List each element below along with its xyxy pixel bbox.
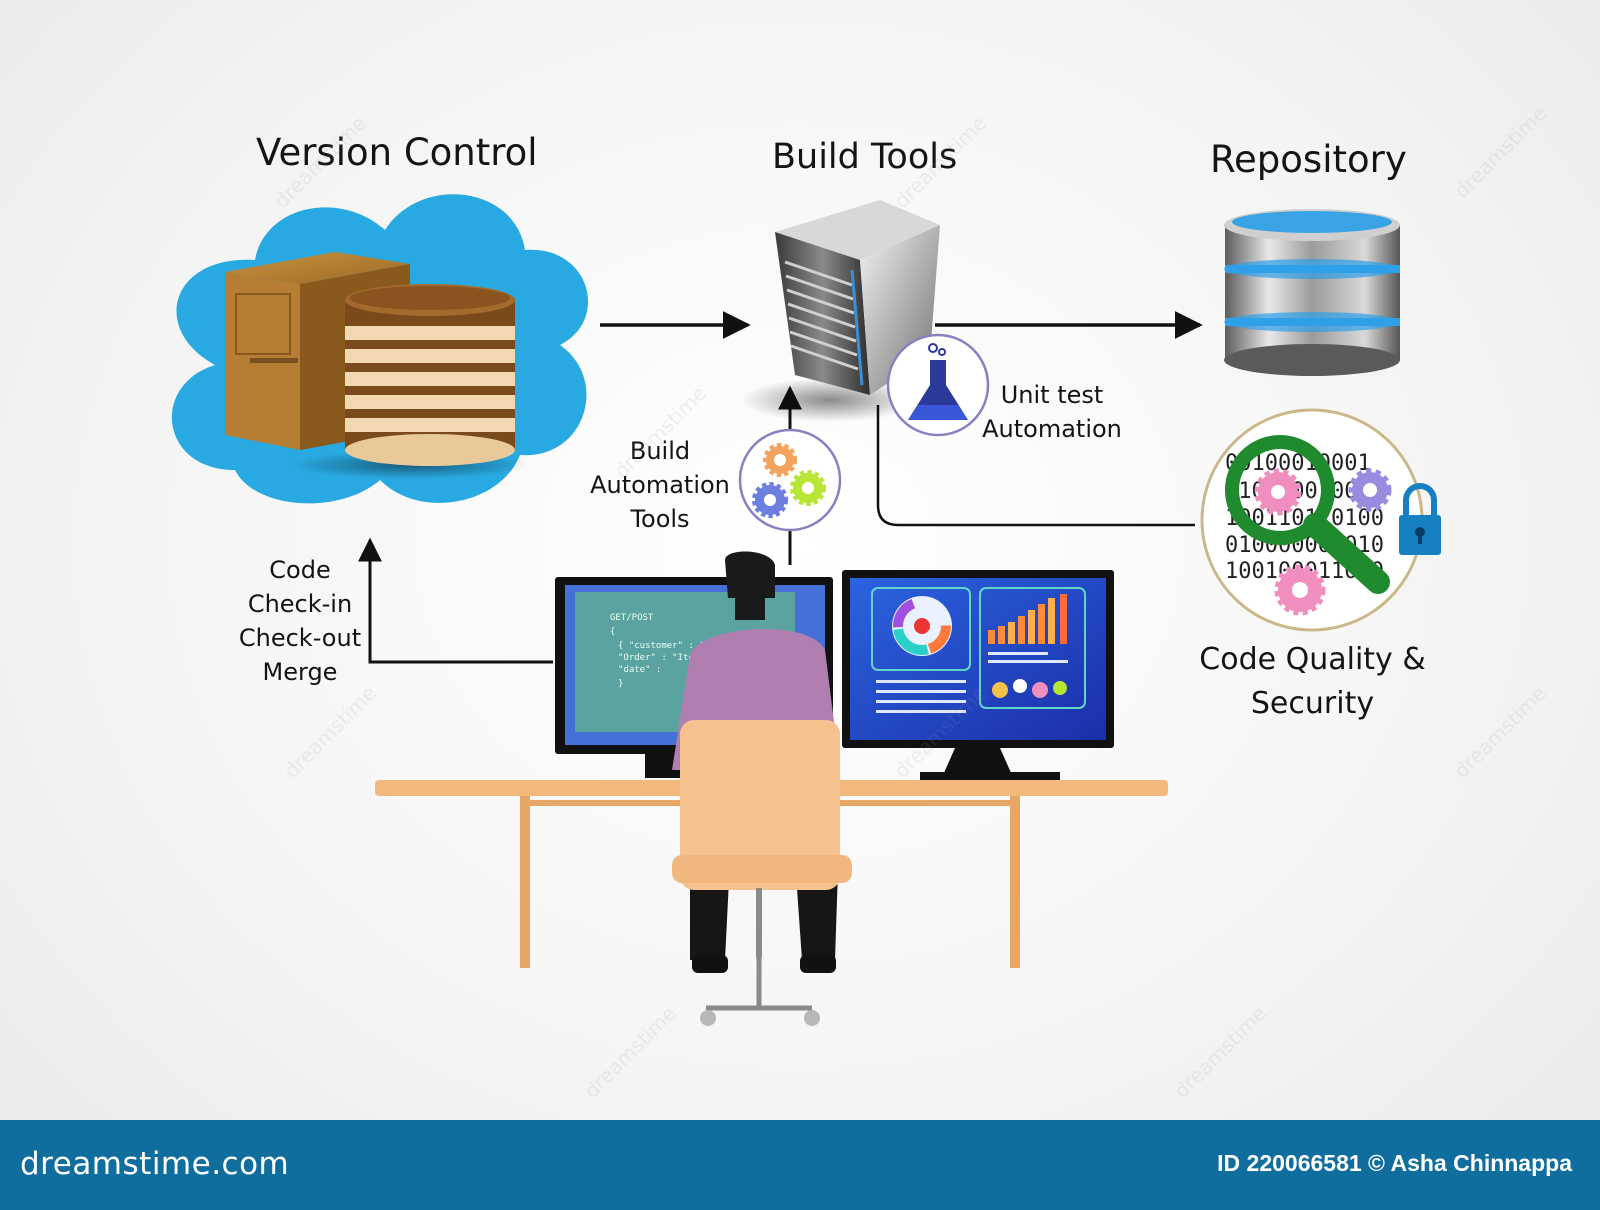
footer-bar: dreamstime.com ID 220066581 © Asha Chinn…	[0, 1120, 1600, 1210]
footer-site[interactable]: dreamstime.com	[20, 1146, 290, 1182]
label-code-line-3: Check-out	[238, 624, 362, 652]
code-line-6: }	[618, 679, 623, 689]
label-build-automation-line-1: Build	[629, 437, 691, 465]
flask-icon	[886, 333, 990, 437]
lock-icon	[1399, 483, 1441, 555]
label-code-quality: Code Quality & Security	[1190, 638, 1435, 726]
connector-build-to-quality	[876, 405, 1195, 527]
label-code-checkin: Code Check-in Check-out Merge	[230, 553, 370, 689]
label-code-line-4: Merge	[262, 658, 338, 686]
devops-diagram: 00100010001 010010010010 100110110100 01…	[171, 101, 1551, 1103]
diagram-artwork: 00100010001 010010010010 100110110100 01…	[171, 194, 1441, 1026]
magnifier-icon	[1225, 435, 1390, 594]
code-line-2: {	[610, 627, 615, 637]
gears-icon	[738, 428, 842, 532]
label-build-automation-line-2: Automation	[590, 471, 730, 499]
label-code-quality-line-2: Security	[1250, 686, 1375, 721]
dashboard-monitor	[842, 570, 1114, 780]
code-line-3: { "customer" : "Lin	[618, 641, 721, 651]
footer-credit: ID 220066581 © Asha Chinnappa	[1217, 1150, 1572, 1176]
code-line-5: "date" :	[618, 665, 661, 675]
label-unit-test-line-2: Automation	[982, 415, 1122, 443]
repository-database-icon	[1224, 209, 1400, 376]
label-unit-test-line-1: Unit test	[1000, 381, 1104, 409]
label-code-line-1: Code	[269, 556, 331, 584]
label-build-automation-line-3: Tools	[630, 505, 690, 533]
label-code-line-2: Check-in	[247, 590, 353, 618]
label-repository: Repository	[1210, 138, 1407, 181]
database-stack-icon	[345, 284, 515, 466]
code-line-4: "Order" : "Ite	[618, 653, 694, 663]
arrow-checkin-to-vc	[358, 537, 553, 664]
office-chair	[672, 720, 852, 1026]
label-version-control: Version Control	[256, 131, 538, 174]
label-code-quality-line-1: Code Quality &	[1199, 642, 1426, 677]
label-build-automation: Build Automation Tools	[585, 434, 735, 536]
code-line-1: GET/POST	[610, 613, 654, 623]
label-build-tools: Build Tools	[772, 137, 958, 177]
code-quality-icon: 00100010001 010010010010 100110110100 01…	[1200, 408, 1441, 632]
label-unit-test: Unit test Automation	[972, 378, 1132, 446]
